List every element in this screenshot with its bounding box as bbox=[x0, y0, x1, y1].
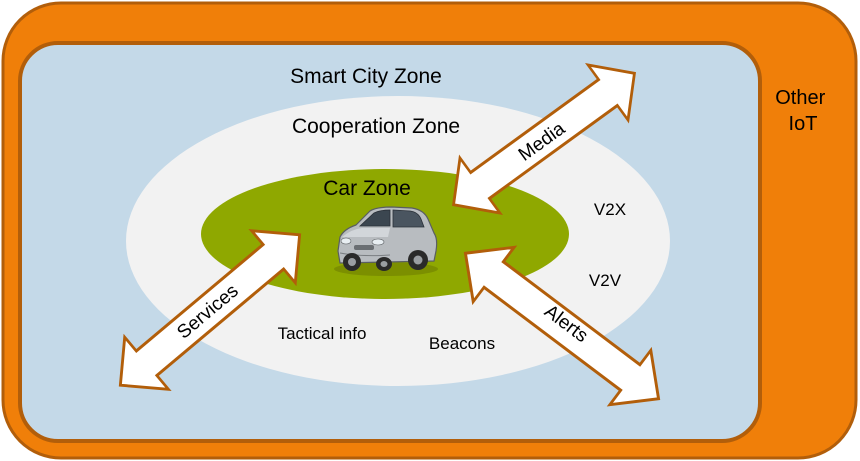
car-zone-label: Car Zone bbox=[323, 177, 411, 200]
other-iot-label: Other IoT bbox=[775, 87, 831, 135]
tactical-info-label: Tactical info bbox=[278, 324, 367, 343]
car-icon bbox=[334, 206, 438, 276]
v2x-label: V2X bbox=[594, 200, 626, 219]
v2v-label: V2V bbox=[589, 271, 622, 290]
cooperation-zone-label: Cooperation Zone bbox=[292, 115, 460, 138]
smart-city-zone-label: Smart City Zone bbox=[290, 65, 442, 88]
beacons-label: Beacons bbox=[429, 334, 495, 353]
